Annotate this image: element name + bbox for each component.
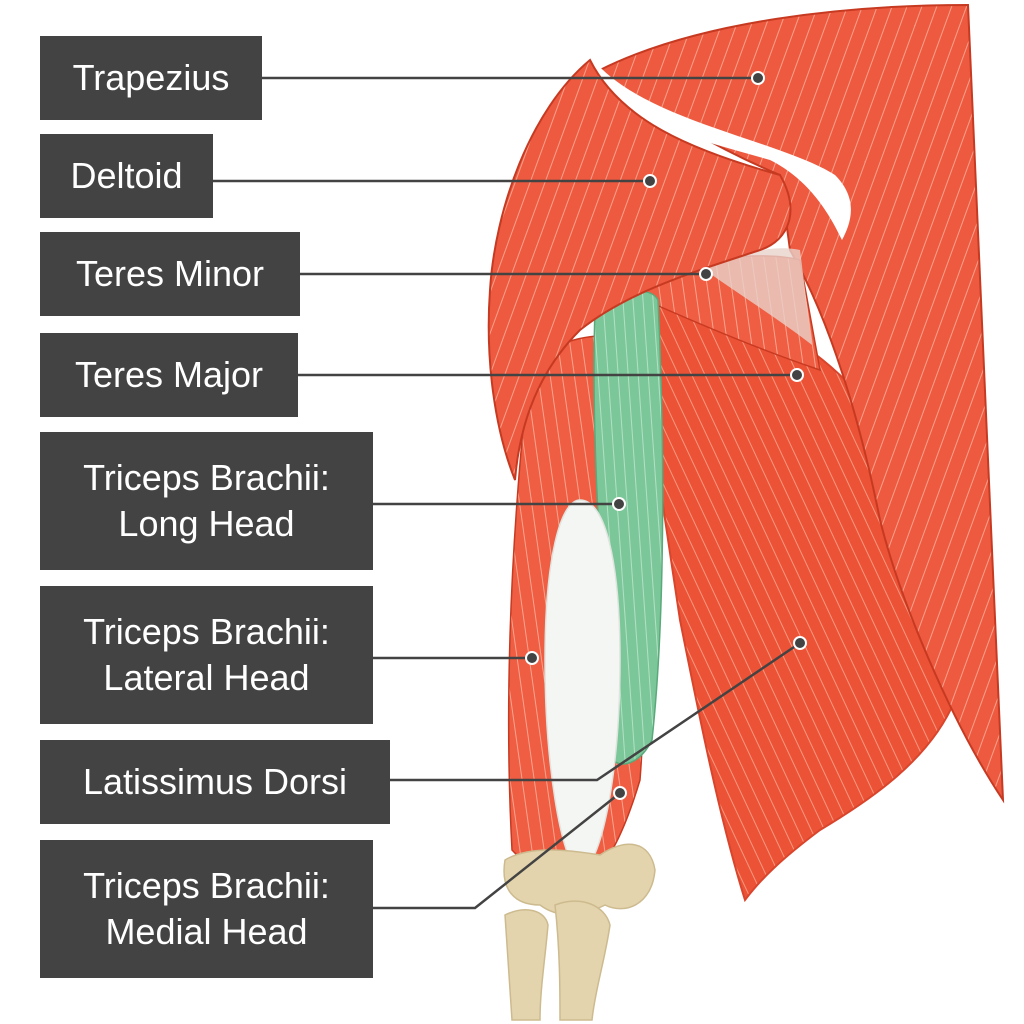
dot-teres-minor [699, 267, 713, 281]
leader-line-triceps-medial [373, 792, 621, 910]
label-triceps-lateral-head-line2: Lateral Head [103, 657, 310, 698]
label-triceps-medial-head-line1: Triceps Brachii: [83, 865, 330, 906]
leader-dots [525, 71, 807, 800]
leader-line-latissimus [390, 641, 801, 782]
label-latissimus-dorsi: Latissimus Dorsi [40, 740, 390, 824]
label-triceps-lateral-head-line1: Triceps Brachii: [83, 611, 330, 652]
label-teres-minor: Teres Minor [40, 232, 300, 316]
label-triceps-long-head-line1: Triceps Brachii: [83, 457, 330, 498]
label-teres-minor-text: Teres Minor [75, 253, 265, 294]
label-trapezius-text: Trapezius [72, 57, 230, 98]
dot-triceps-lateral [525, 651, 539, 665]
dot-deltoid [643, 174, 657, 188]
label-triceps-lateral-head: Triceps Brachii: Lateral Head [40, 586, 373, 724]
trapezius-muscle [598, 3, 1005, 804]
label-triceps-long-head: Triceps Brachii: Long Head [40, 432, 373, 570]
dot-trapezius [751, 71, 765, 85]
label-deltoid-text: Deltoid [70, 155, 183, 196]
dot-teres-major [790, 368, 804, 382]
label-triceps-medial-head-line2: Medial Head [105, 911, 308, 952]
label-triceps-long-head-line2: Long Head [118, 503, 295, 544]
leader-lines [213, 76, 801, 910]
deltoid-muscle [487, 58, 792, 481]
radius-bone [554, 900, 611, 1021]
label-teres-major: Teres Major [40, 333, 298, 417]
label-triceps-medial-head: Triceps Brachii: Medial Head [40, 840, 373, 978]
label-trapezius: Trapezius [40, 36, 262, 120]
dot-triceps-long [612, 497, 626, 511]
label-latissimus-dorsi-text: Latissimus Dorsi [82, 761, 348, 802]
dot-latissimus [793, 636, 807, 650]
humerus-elbow-bone [503, 843, 656, 916]
label-teres-major-text: Teres Major [74, 354, 264, 395]
ulna-bone [504, 909, 549, 1021]
label-deltoid: Deltoid [40, 134, 213, 218]
infraspinatus-fascia [705, 248, 812, 345]
dot-triceps-medial [613, 786, 627, 800]
